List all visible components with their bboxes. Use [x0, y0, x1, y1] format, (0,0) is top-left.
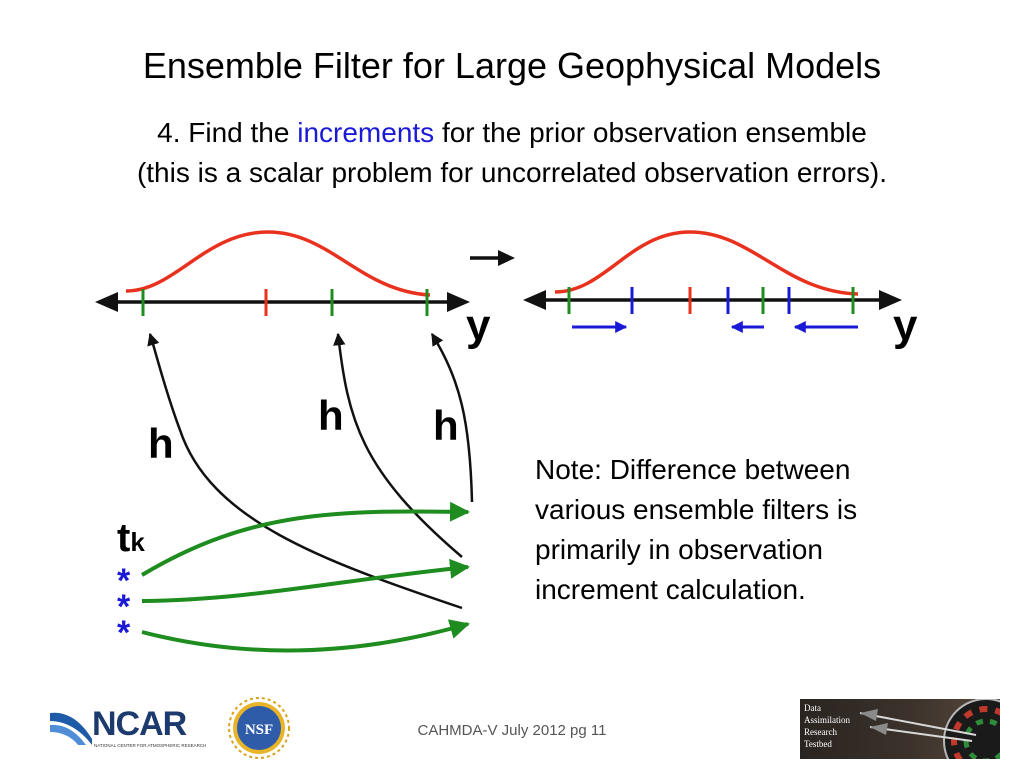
dart-logo-line-3: Research — [804, 727, 837, 737]
subtitle-text-before: 4. Find the — [157, 117, 298, 148]
right-axis-label: y — [893, 301, 918, 350]
transition-arrow — [470, 250, 515, 266]
t-label: tk — [117, 516, 145, 560]
h-curve-1 — [147, 332, 463, 610]
dart-logo-line-2: Assimilation — [804, 715, 851, 725]
h-label-2: h — [318, 392, 344, 439]
ensemble-star-3: * — [117, 614, 131, 652]
ensemble-star-2: * — [117, 588, 131, 626]
prior-curve-left — [125, 230, 431, 297]
slide-title: Ensemble Filter for Large Geophysical Mo… — [142, 45, 882, 86]
left-axis — [95, 292, 470, 312]
nsf-globe-icon — [237, 706, 281, 750]
note-line-4: increment calculation. — [535, 574, 806, 605]
ensemble-diagram: y y h h h tk * * * — [95, 230, 918, 653]
right-axis — [523, 290, 902, 310]
increments-highlight: increments — [297, 117, 435, 148]
dart-logo-words: Data Assimilation Research Testbed — [804, 702, 850, 750]
mapping-arrow-3 — [141, 619, 470, 653]
subtitle-line-2: (this is a scalar problem for uncorrelat… — [136, 157, 888, 188]
mapping-arrow-1 — [140, 501, 470, 577]
ncar-logo-text: NCAR — [92, 705, 187, 743]
note-line-1: Note: Difference between — [535, 454, 851, 485]
dartboard-icon — [859, 699, 1000, 759]
mapping-arrow-2 — [141, 558, 470, 603]
prior-curve-right — [554, 230, 859, 296]
subtitle-line-1: 4. Find the increments for the prior obs… — [0, 113, 1024, 153]
note-text: Note: Difference between various ensembl… — [535, 450, 955, 610]
dart-logo-line-1: Data — [804, 703, 821, 713]
h-curve-2 — [333, 332, 463, 558]
h-curve-3 — [430, 332, 474, 503]
note-line-2: various ensemble filters is — [535, 494, 858, 525]
nsf-logo: NSF — [228, 697, 290, 759]
ncar-swoosh-icon — [50, 712, 92, 745]
nsf-logo-text: NSF — [245, 722, 273, 738]
left-axis-label: y — [466, 301, 491, 350]
ncar-logo: NCAR NATIONAL CENTER FOR ATMOSPHERIC RES… — [50, 703, 206, 753]
ensemble-star-1: * — [117, 562, 131, 600]
footer-page-label: CAHMDA-V July 2012 pg 11 — [417, 722, 607, 739]
dart-logo: Data Assimilation Research Testbed — [800, 699, 1000, 759]
h-label-1: h — [148, 420, 174, 467]
subtitle-text-after: for the prior observation ensemble — [434, 117, 867, 148]
dart-logo-line-4: Testbed — [804, 739, 832, 749]
note-line-3: primarily in observation — [535, 534, 823, 565]
h-label-3: h — [433, 402, 459, 449]
t-label-subscript: k — [130, 527, 145, 557]
slide-subtitle: 4. Find the increments for the prior obs… — [0, 113, 1024, 193]
t-label-main: t — [117, 516, 130, 560]
ncar-logo-subtext: NATIONAL CENTER FOR ATMOSPHERIC RESEARCH — [94, 743, 207, 748]
